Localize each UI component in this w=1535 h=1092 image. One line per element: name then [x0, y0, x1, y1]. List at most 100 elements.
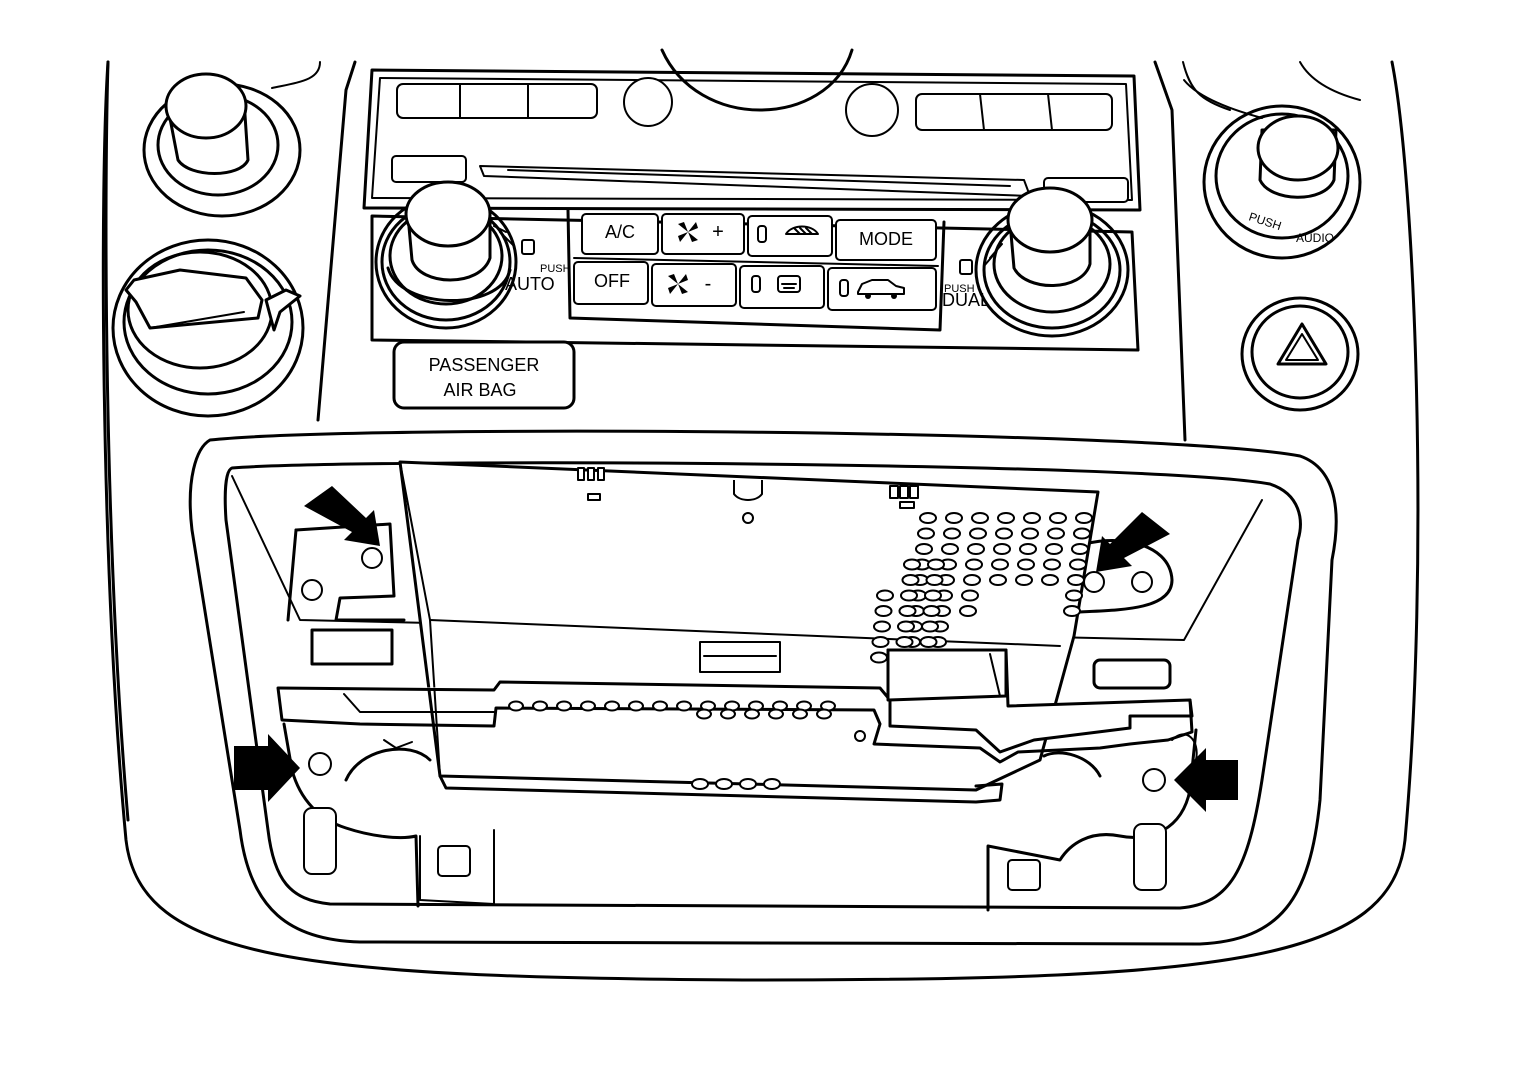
audio-label: AUDIO [1296, 231, 1334, 245]
dual-knob[interactable] [974, 186, 1130, 338]
airbag-line1: PASSENGER [429, 355, 540, 375]
vent-hole [917, 527, 935, 540]
recirculation-button[interactable] [827, 267, 937, 311]
dual-indicator-light [959, 259, 973, 275]
fan-down-button[interactable]: - [651, 263, 737, 307]
tray-hole [792, 708, 808, 720]
fan-down-label: - [705, 273, 712, 295]
climate-panel: A/C + MODE OFF [370, 208, 1140, 352]
tray-hole [628, 700, 644, 712]
vent-hole [1063, 605, 1081, 617]
vent-hole [945, 512, 963, 524]
defrost-rear-icon [777, 275, 801, 293]
vent-hole [941, 543, 959, 555]
vent-hole [1065, 589, 1083, 602]
vent-hole [995, 527, 1013, 540]
left-rotary-dial[interactable] [111, 238, 305, 418]
removal-arrow-upper-right [1096, 512, 1170, 572]
vent-hole [1021, 527, 1039, 540]
tray-hole [715, 778, 733, 790]
tray-hole [744, 708, 760, 720]
vent-hole [921, 620, 939, 633]
tray-holes [508, 700, 836, 790]
radio-round-button-left[interactable] [623, 77, 673, 127]
dual-push-label: PUSH [944, 283, 975, 295]
vent-hole [1075, 512, 1093, 524]
vent-hole [993, 543, 1011, 555]
vent-hole [1019, 543, 1037, 555]
vent-hole [989, 574, 1007, 586]
vent-hole [924, 589, 942, 602]
vent-hole [873, 620, 891, 633]
tray-hole [604, 700, 620, 712]
vent-hole [997, 512, 1015, 524]
dual-label: DUAL [942, 290, 990, 310]
tray-hole [816, 708, 832, 720]
passenger-airbag-indicator: PASSENGER AIR BAG [392, 340, 576, 410]
recirculation-car-icon [857, 279, 905, 299]
vent-hole [870, 651, 888, 664]
mode-button[interactable]: MODE [835, 219, 937, 261]
vent-hole [900, 589, 918, 602]
vent-hole [1023, 512, 1041, 524]
vent-hole [895, 636, 914, 648]
radio-head-unit [362, 68, 1142, 212]
off-button[interactable]: OFF [573, 261, 649, 305]
hazard-button[interactable] [1240, 296, 1360, 412]
ac-button[interactable]: A/C [581, 213, 659, 255]
mode-label: MODE [859, 229, 913, 249]
right-lower-mount [986, 728, 1198, 912]
tray-hole [556, 700, 572, 712]
left-lower-mount [282, 722, 495, 908]
vent-hole [971, 512, 989, 524]
cd-slot [479, 165, 1031, 197]
tray-hole [691, 778, 709, 790]
tray-hole [763, 778, 781, 790]
tray-hole [768, 708, 784, 720]
removal-arrow-lower-left [234, 734, 300, 802]
off-label: OFF [594, 271, 630, 291]
left-upper-knob[interactable] [142, 72, 302, 218]
vent-hole [1015, 574, 1033, 586]
preset-buttons-right[interactable] [915, 93, 1113, 131]
vent-hole [871, 636, 890, 648]
auto-knob[interactable] [374, 180, 518, 330]
audio-knob[interactable] [1183, 79, 1362, 260]
defrost-front-icon [785, 225, 819, 235]
radio-small-button-left[interactable] [391, 155, 467, 183]
preset-buttons-left[interactable] [396, 83, 598, 119]
tray-hole [676, 700, 692, 712]
radio-round-button-right[interactable] [845, 83, 899, 137]
audio-push-label: PUSH [1247, 210, 1283, 234]
auto-label: AUTO [505, 274, 555, 294]
vent-hole [963, 574, 981, 586]
vent-hole [1043, 558, 1061, 571]
vent-hole [919, 512, 937, 524]
tray-hole [532, 700, 548, 712]
dash-outline [101, 48, 1420, 982]
vent-hole [1041, 574, 1059, 586]
vent-hole [925, 574, 944, 586]
vent-hole [967, 543, 985, 555]
vent-hole [943, 527, 961, 540]
vent-hole [1069, 558, 1087, 571]
vent-hole [876, 589, 894, 602]
front-defrost-button[interactable] [747, 215, 833, 257]
ac-label: A/C [605, 222, 635, 242]
tray-hole [739, 778, 757, 790]
tray-hole [580, 700, 596, 712]
fan-up-label: + [712, 221, 724, 243]
fan-icon-small [668, 274, 688, 294]
auto-indicator-light [521, 239, 535, 255]
vent-holes [870, 512, 1093, 664]
left-bracket [286, 522, 406, 666]
vent-hole [1017, 558, 1035, 571]
vent-hole [1067, 574, 1085, 586]
fan-up-button[interactable]: + [661, 213, 745, 255]
vent-hole [961, 589, 979, 602]
airbag-line2: AIR BAG [443, 380, 516, 400]
rear-defrost-button[interactable] [739, 265, 825, 309]
lower-tray [276, 648, 1194, 804]
vent-hole [1071, 543, 1089, 555]
